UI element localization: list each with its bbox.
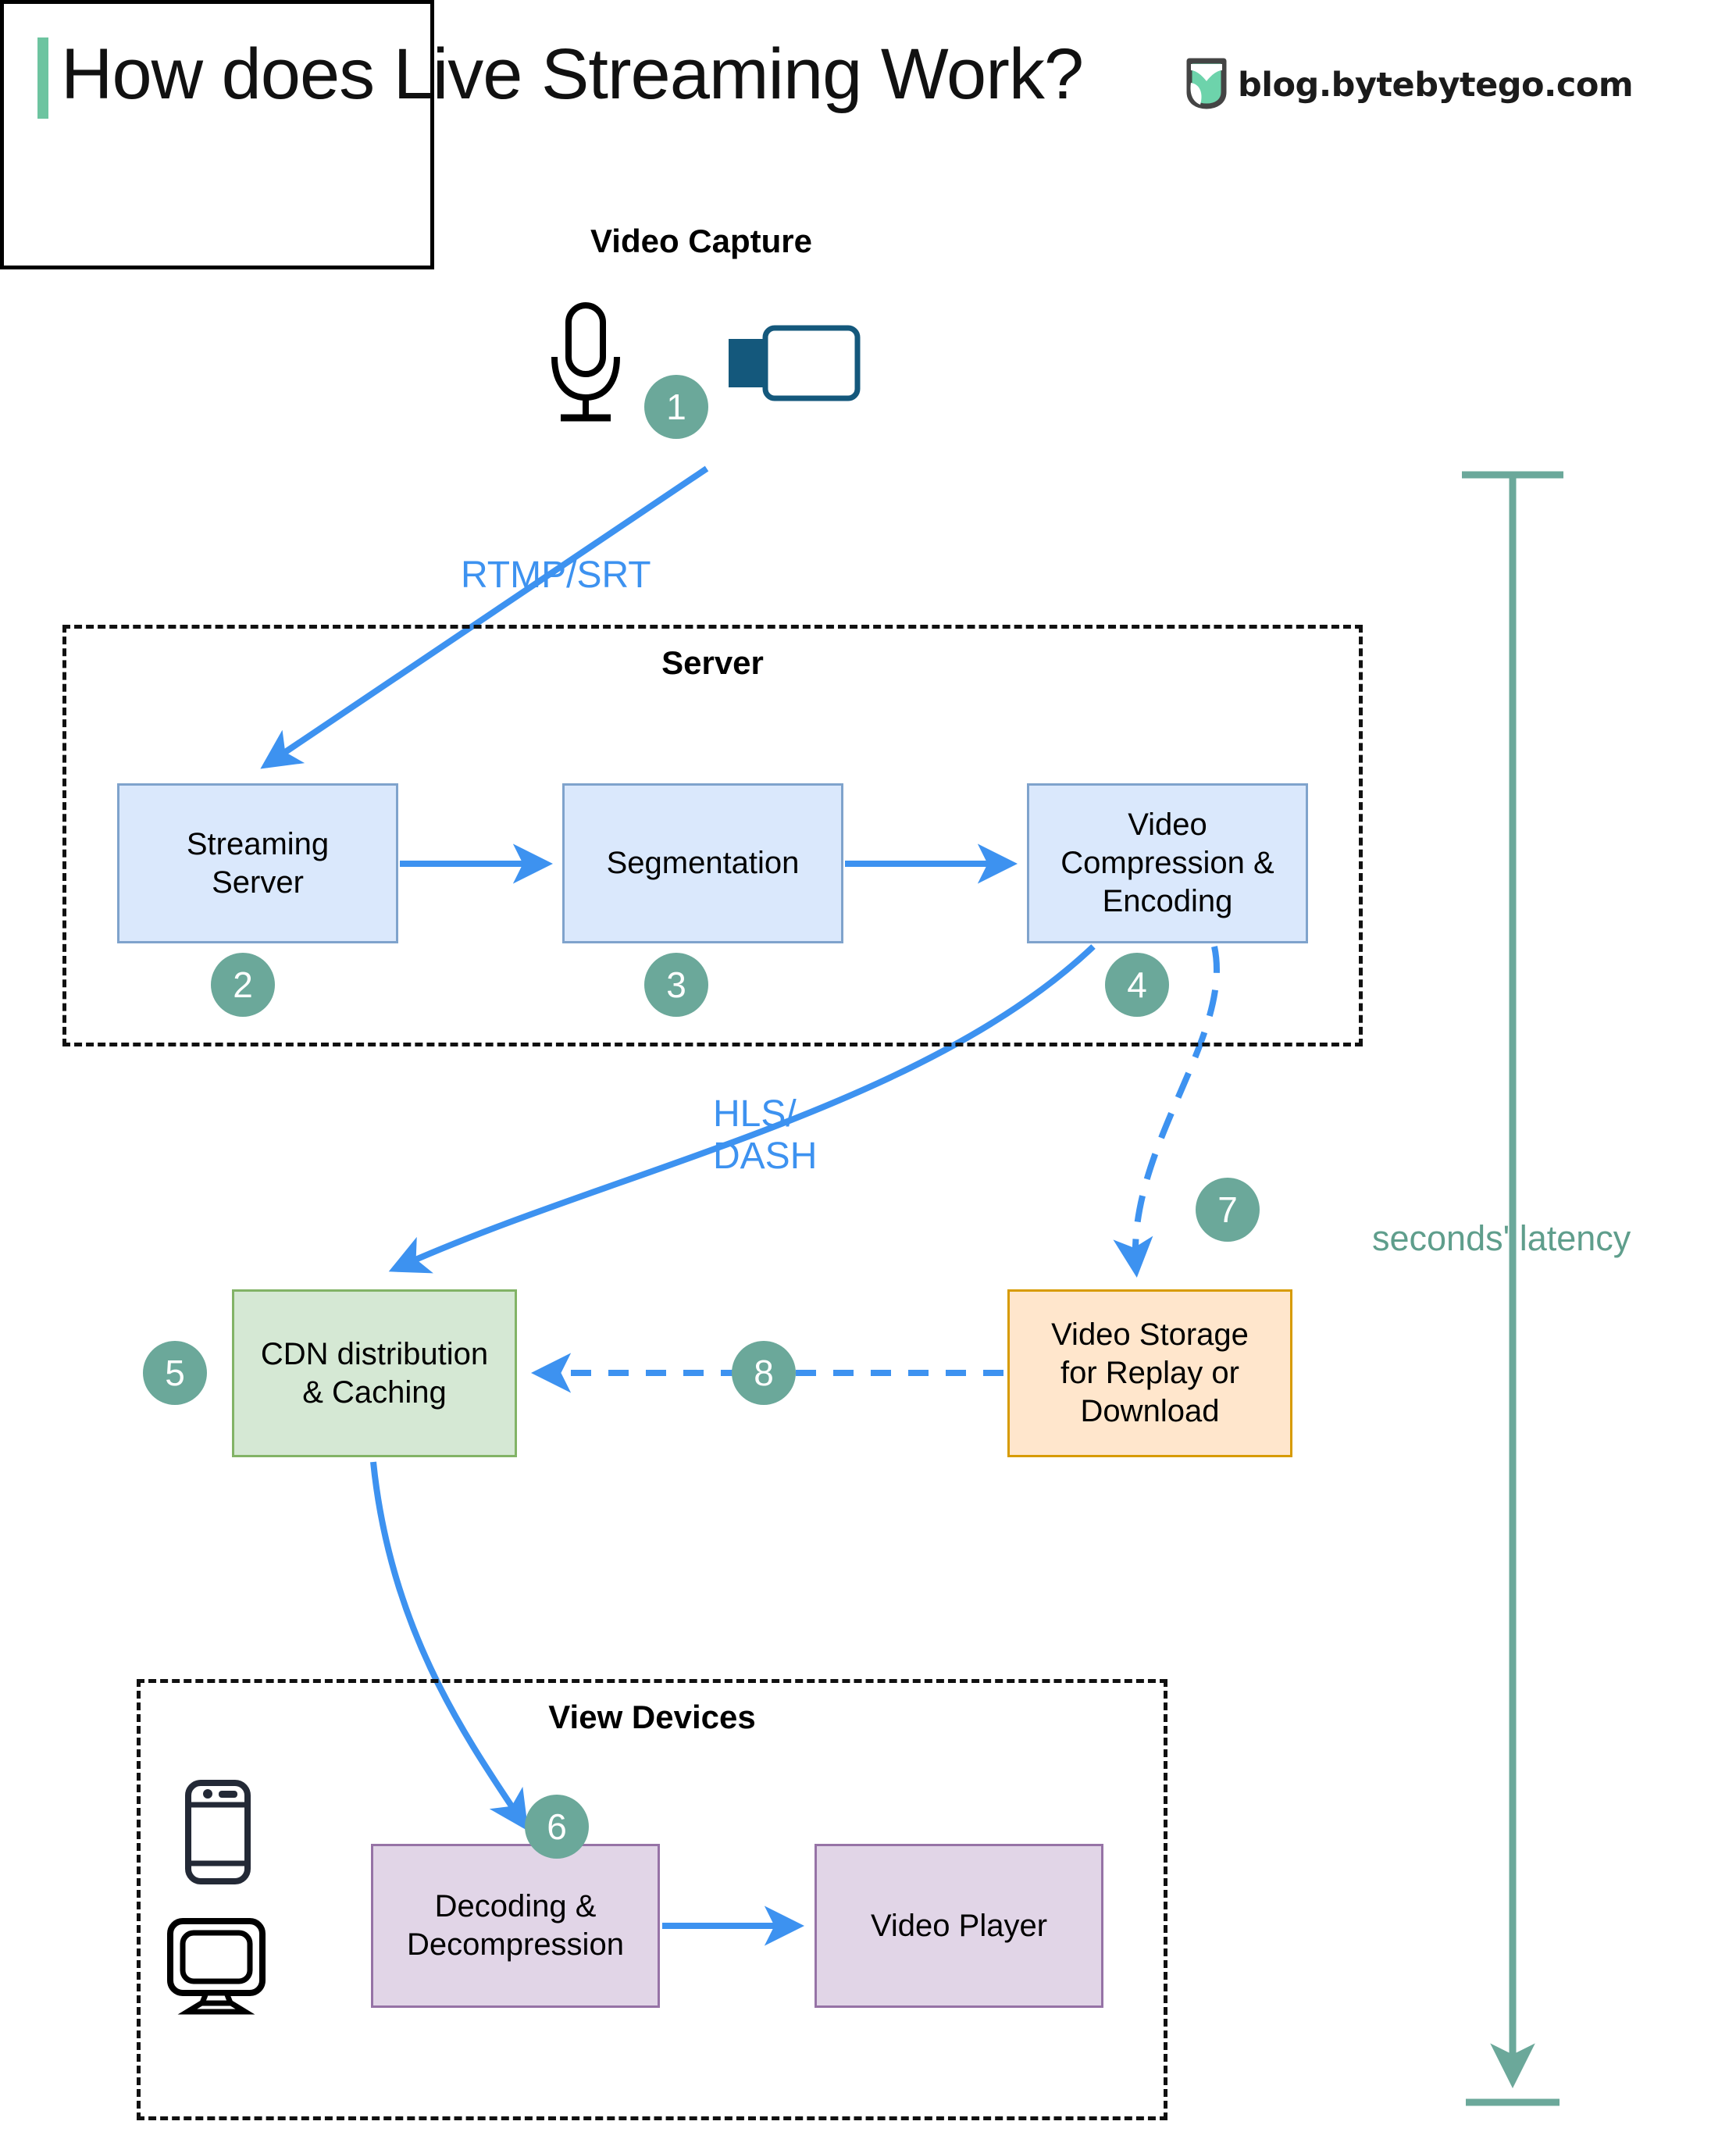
step-badge-4: 4 [1105,953,1169,1017]
node-cdn-distribution-caching[interactable]: CDN distribution & Caching [232,1289,517,1457]
title-accent-bar [37,37,48,119]
step-badge-3: 3 [644,953,708,1017]
brand-credit: blog.bytebytego.com [1183,56,1634,113]
microphone-icon [539,301,633,430]
node-label: CDN distribution & Caching [260,1336,489,1410]
latency-annotation: seconds' latency [1372,1218,1631,1258]
node-label: Streaming Server [186,826,330,900]
view-devices-group [137,1679,1167,2120]
node-streaming-server[interactable]: Streaming Server [117,783,398,943]
bytebytego-logo-icon [1183,56,1230,113]
step-badge-1: 1 [644,375,708,439]
desktop-monitor-icon [166,1917,267,2020]
node-label: Segmentation [606,846,800,881]
step-badge-2: 2 [211,953,275,1017]
node-label: Video Storage for Replay or Download [1051,1317,1249,1428]
node-video-compression-encoding[interactable]: Video Compression & Encoding [1027,783,1308,943]
server-group [62,625,1363,1046]
node-label: Video Player [870,1908,1048,1943]
step-badge-7: 7 [1196,1178,1260,1242]
page-title: How does Live Streaming Work? [61,34,1084,114]
step-badge-6: 6 [525,1795,589,1859]
node-decoding-decompression[interactable]: Decoding & Decompression [371,1844,660,2008]
node-label: Decoding & Decompression [407,1889,624,1962]
server-title: Server [661,644,764,681]
video-capture-group [0,0,434,269]
edge-label-rtmp-srt: RTMP/SRT [461,554,651,596]
node-video-player[interactable]: Video Player [815,1844,1103,2008]
smartphone-icon [184,1779,251,1889]
view-devices-title: View Devices [548,1699,756,1735]
node-label: Video Compression & Encoding [1060,808,1274,918]
step-badge-8: 8 [732,1341,796,1405]
step-badge-5: 5 [143,1341,207,1405]
camcorder-icon [722,320,863,410]
node-segmentation[interactable]: Segmentation [562,783,843,943]
node-video-storage[interactable]: Video Storage for Replay or Download [1007,1289,1292,1457]
video-capture-title: Video Capture [590,223,812,259]
edge-label-hls-dash: HLS/ DASH [713,1093,818,1177]
brand-url-text: blog.bytebytego.com [1238,65,1634,105]
